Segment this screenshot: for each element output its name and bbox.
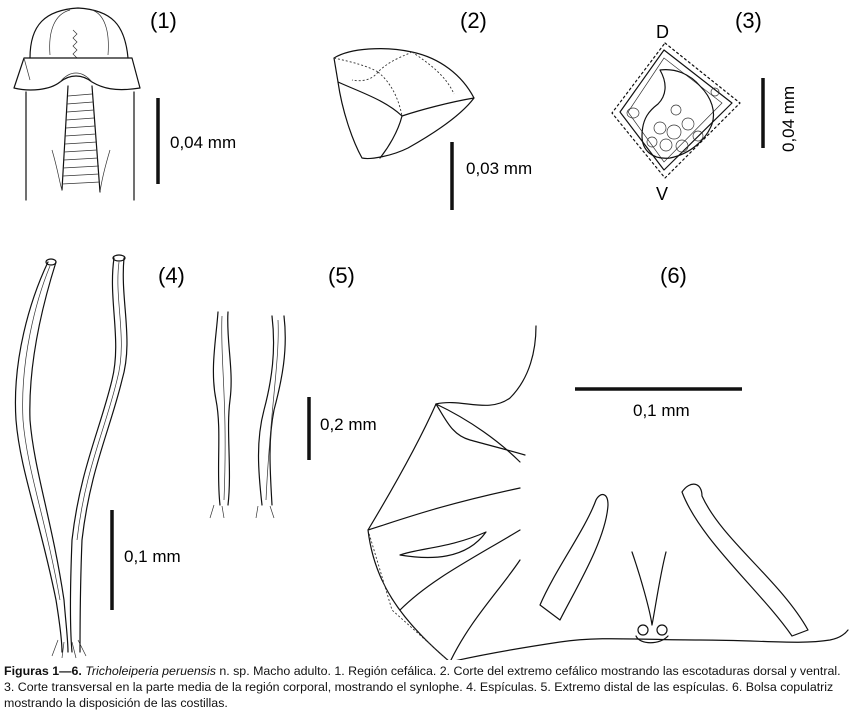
figure-caption: Figuras 1—6. Tricholeiperia peruensis n.…	[4, 663, 848, 711]
scale-bar-label-2: 0,03 mm	[466, 159, 532, 178]
panel-label-2: (2)	[460, 8, 487, 33]
scale-bar-label-1: 0,04 mm	[170, 133, 236, 152]
scale-bar-label-3: 0,04 mm	[779, 86, 798, 152]
panel-label-5: (5)	[328, 263, 355, 288]
cephalic-section-drawing	[333, 48, 475, 160]
scale-bar-label-5: 0,2 mm	[320, 415, 377, 434]
ventral-label: V	[656, 184, 668, 204]
copulatory-bursa-drawing	[367, 325, 849, 660]
panel-label-3: (3)	[735, 8, 762, 33]
dorsal-label: D	[656, 22, 669, 42]
caption-text: n. sp. Macho adulto. 1. Región cefálica.…	[4, 664, 841, 710]
panel-label-6: (6)	[660, 263, 687, 288]
figure-plate: (1) (2) (3) (4) (5) (6) 0,04 mm 0,03 mm	[13, 7, 849, 660]
distal-spicules-drawing	[209, 311, 286, 519]
spicules-drawing	[14, 254, 128, 659]
scale-bar-label-4: 0,1 mm	[124, 547, 181, 566]
panel-label-1: (1)	[150, 8, 177, 33]
cephalic-region-drawing	[13, 7, 141, 201]
scale-bar-label-6: 0,1 mm	[633, 401, 690, 420]
caption-species: Tricholeiperia peruensis	[85, 664, 216, 678]
transverse-section-drawing	[611, 42, 741, 179]
panel-label-4: (4)	[158, 263, 185, 288]
caption-lead: Figuras 1—6.	[4, 664, 82, 678]
